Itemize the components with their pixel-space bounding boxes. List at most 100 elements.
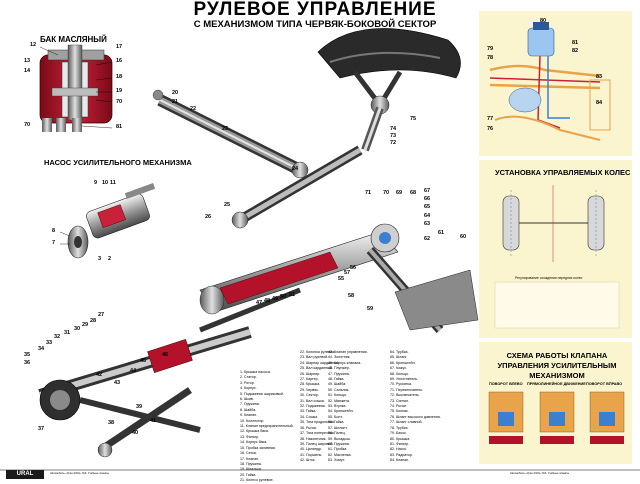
callout-19: 70: [116, 99, 123, 105]
legend-item: 73. Сигнал.: [390, 398, 409, 403]
callout-12: 12: [30, 42, 37, 48]
legend-item: 58. Палец.: [328, 431, 346, 436]
callout-46: 46: [162, 352, 169, 358]
callout-9: 9: [94, 180, 98, 186]
callout-44: 44: [130, 368, 137, 374]
legend-item: 52. Манжета.: [328, 398, 350, 403]
callout-20: 20: [172, 90, 179, 96]
legend-item: 31. Вал сошки.: [300, 398, 325, 403]
callout-73: 73: [390, 133, 397, 139]
legend-item: 3. Ротор.: [240, 380, 255, 385]
footer-left: Автомобиль «Урал-4320» УАЗ. Учебные плак…: [50, 472, 110, 475]
callout-37: 37: [38, 426, 45, 432]
legend-item: 8. Шайба.: [240, 407, 257, 412]
hydraulic-panel: [479, 11, 632, 156]
legend-item: 57. Шплинт.: [328, 425, 348, 430]
callout-25: 25: [224, 202, 231, 208]
legend-item: 2. Статор.: [240, 375, 257, 380]
legend-item: 42. Шток.: [300, 458, 316, 463]
legend-item: 35. Тяга продольная.: [300, 420, 335, 425]
legend-item: 62. Масленка.: [328, 452, 352, 457]
legend-item: 34. Сошка.: [300, 414, 319, 419]
legend-item: 74. Рычаг.: [390, 404, 407, 409]
valve-scheme-drawing: [488, 391, 625, 444]
callout-74: 74: [390, 126, 397, 132]
callout-28: 28: [90, 318, 97, 324]
callout-56: 56: [350, 265, 357, 271]
callout-30: 30: [74, 326, 81, 332]
callout-31: 31: [64, 330, 71, 336]
valve-heading: СХЕМА РАБОТЫ КЛАПАНА УПРАВЛЕНИЯ УСИЛИТЕЛ…: [497, 351, 617, 380]
legend-item: 13. Фильтр.: [240, 434, 260, 439]
legend-item: 18. Пружина.: [240, 461, 262, 466]
steering-wheel-drawing: [317, 28, 461, 115]
callout-75: 75: [410, 116, 417, 122]
oil-tank-drawing: [39, 44, 113, 132]
legend-item: 84. Клапан.: [390, 458, 410, 463]
wheels-heading: УСТАНОВКА УПРАВЛЯЕМЫХ КОЛЕС: [495, 168, 631, 177]
legend-item: 6. Шкив.: [240, 397, 254, 402]
callout-57: 57: [344, 270, 351, 276]
legend-item: 83. Радиатор.: [390, 452, 413, 457]
poster-subtitle: С МЕХАНИЗМОМ ТИПА ЧЕРВЯК-БОКОВОЙ СЕКТОР: [193, 19, 437, 30]
legend-item: 11. Клапан предохранительный.: [240, 424, 294, 429]
logo-text: URAL: [16, 471, 34, 477]
callout-3: 3: [98, 256, 102, 262]
legend-item: 10. Коллектор.: [240, 418, 265, 423]
callout-29: 29: [82, 322, 89, 328]
legend-col-1: 1. Крышка насоса. 2. Статор. 3. Ротор. 4…: [240, 370, 294, 484]
legend-item: 68. Кольцо.: [390, 371, 409, 376]
legend-item: 33. Гайка.: [300, 409, 317, 414]
hydraulic-scheme-drawing: [489, 22, 611, 141]
legend-item: 78. Трубка.: [390, 425, 409, 430]
legend-item: 55. Болт.: [328, 414, 343, 419]
legend-item: 21. Колесо рулевое.: [240, 478, 274, 483]
callout-45: 45: [140, 358, 147, 364]
callout-18: 19: [116, 88, 123, 94]
legend-item: 14. Корпус бака.: [240, 440, 268, 445]
callout-42: 42: [96, 372, 103, 378]
legend-item: 79. Бачок.: [390, 431, 407, 436]
callout-66: 66: [424, 196, 431, 202]
legend-item: 46. Плунжер.: [328, 366, 350, 371]
callout-71: 71: [365, 190, 372, 196]
legend-item: 54. Кронштейн.: [328, 409, 354, 414]
wheels-scheme-drawing: [494, 185, 620, 329]
callout-26: 26: [205, 214, 212, 220]
footer-right: Автомобиль «Урал-4320» УАЗ. Учебные плак…: [510, 472, 570, 475]
legend-item: 9. Клапан.: [240, 413, 258, 418]
pump-heading: НАСОС УСИЛИТЕЛЬНОГО МЕХАНИЗМА: [44, 158, 192, 167]
legend-item: 67. Кожух.: [390, 366, 408, 371]
callout-7: 7: [52, 240, 56, 246]
legend-item: 4. Корпус.: [240, 386, 257, 391]
callout-36: 36: [24, 360, 31, 366]
legend-item: 77. Шланг сливной.: [390, 420, 423, 425]
legend-item: 26. Шарнир.: [300, 371, 321, 376]
legend-item: 24. Шарнир карданный.: [300, 360, 340, 365]
legend-item: 56. Гайка.: [328, 420, 345, 425]
legend-item: 17. Клапан.: [240, 456, 260, 461]
legend-item: 50. Сальник.: [328, 387, 350, 392]
legend-item: 43. Клапан управления.: [328, 350, 368, 354]
callout-80: 80: [540, 18, 547, 24]
legend-item: 40. Цилиндр.: [300, 447, 322, 452]
callout-68: 68: [410, 190, 417, 196]
legend-item: 30. Сектор.: [300, 393, 319, 398]
logo: URAL: [6, 470, 44, 479]
callout-24: 24: [292, 166, 299, 172]
callout-40: 40: [132, 430, 139, 436]
legend-item: 36. Рычаг.: [300, 425, 317, 430]
callout-38: 38: [108, 420, 115, 426]
callout-81-h: 81: [572, 40, 579, 46]
legend-item: 22. Колонка рулевая.: [300, 350, 336, 354]
callout-43: 43: [114, 380, 121, 386]
legend-item: 47. Пружина.: [328, 371, 350, 376]
callout-69: 69: [396, 190, 403, 196]
callout-22: 22: [190, 106, 197, 112]
linkage-drawing: [38, 287, 301, 458]
callout-16: 16: [116, 58, 123, 64]
callout-49: 49: [272, 296, 279, 302]
callout-76: 76: [487, 126, 494, 132]
pump-drawing: [59, 183, 156, 259]
callout-81: 81: [116, 124, 123, 130]
